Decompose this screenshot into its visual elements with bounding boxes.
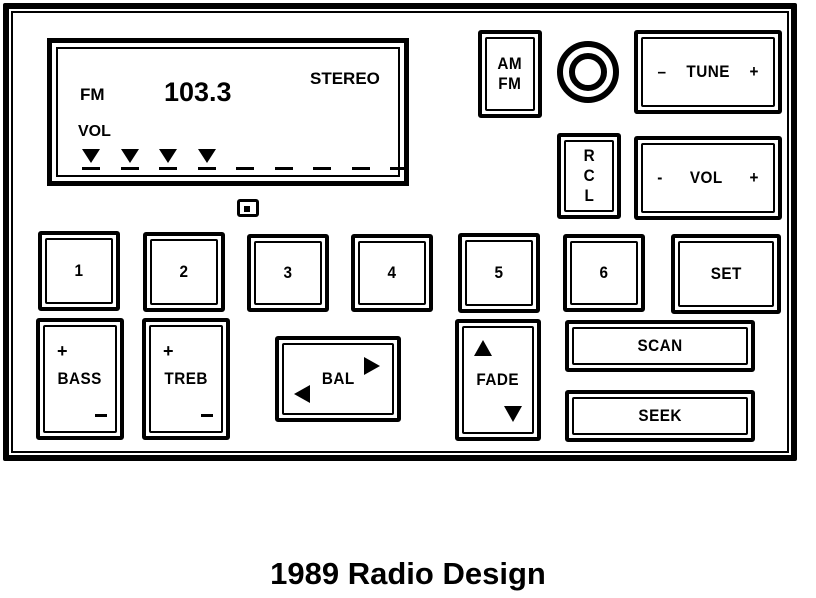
bass-down[interactable]	[95, 414, 107, 417]
scan-label: SCAN	[637, 336, 683, 355]
volume-segment-base	[159, 167, 177, 170]
volume-rocker[interactable]: - VOL +	[634, 136, 782, 220]
volume-segment-base	[82, 167, 100, 170]
fade-rear-icon[interactable]	[504, 406, 522, 422]
volume-segment-on	[159, 149, 177, 163]
treble-down[interactable]	[201, 414, 213, 417]
volume-segment-base	[120, 167, 139, 170]
preset-label: 2	[179, 262, 189, 281]
balance-left-icon[interactable]	[294, 385, 310, 403]
preset-button-2[interactable]: 2	[143, 232, 225, 312]
bass-up[interactable]: +	[57, 341, 68, 361]
fm-label: FM	[498, 74, 522, 93]
preset-button-5[interactable]: 5	[458, 233, 540, 313]
rcl-c: C	[583, 166, 595, 185]
radio-faceplate-inner	[11, 11, 789, 453]
power-knob[interactable]	[557, 41, 619, 103]
fade-label: FADE	[476, 370, 520, 389]
volume-segment-on	[82, 149, 100, 163]
frequency-readout: 103.3	[164, 77, 232, 107]
speaker-icon	[237, 199, 259, 217]
preset-label: 6	[599, 263, 609, 282]
volume-segment-on	[197, 149, 216, 163]
treble-up[interactable]: +	[163, 341, 174, 361]
balance-rocker[interactable]: BAL	[275, 336, 401, 422]
preset-button-1[interactable]: 1	[38, 231, 120, 311]
set-button[interactable]: SET	[671, 234, 781, 314]
seek-button[interactable]: SEEK	[565, 390, 755, 442]
band-indicator: FM	[80, 85, 105, 104]
am-label: AM	[497, 54, 523, 73]
balance-label: BAL	[321, 369, 355, 388]
volume-segment-off	[390, 167, 408, 170]
rcl-l: L	[584, 186, 594, 205]
bass-rocker[interactable]: + BASS	[36, 318, 124, 440]
volume-up[interactable]: +	[749, 168, 759, 187]
radio-faceplate	[3, 3, 797, 461]
set-label: SET	[710, 264, 742, 283]
volume-segment-off	[236, 167, 254, 170]
preset-label: 1	[74, 261, 84, 280]
volume-segment-off	[351, 167, 370, 170]
volume-rocker-label: VOL	[689, 168, 723, 187]
tune-down[interactable]: –	[657, 62, 667, 81]
volume-label: VOL	[78, 123, 111, 140]
tune-rocker[interactable]: – TUNE +	[634, 30, 782, 114]
volume-segment-on	[120, 149, 139, 163]
recall-button[interactable]: R C L	[557, 133, 621, 219]
fade-front-icon[interactable]	[474, 340, 492, 356]
fade-rocker[interactable]: FADE	[455, 319, 541, 441]
bass-label: BASS	[57, 369, 103, 388]
volume-segment-off	[274, 167, 293, 170]
preset-button-3[interactable]: 3	[247, 234, 329, 312]
tune-label: TUNE	[686, 62, 730, 81]
figure-caption: 1989 Radio Design	[270, 556, 546, 591]
preset-button-4[interactable]: 4	[351, 234, 433, 312]
stereo-indicator: STEREO	[310, 69, 380, 88]
rcl-r: R	[583, 146, 595, 165]
preset-label: 3	[283, 263, 293, 282]
volume-segment-off	[313, 167, 331, 170]
treble-rocker[interactable]: + TREB	[142, 318, 230, 440]
tune-up[interactable]: +	[749, 62, 759, 81]
scan-button[interactable]: SCAN	[565, 320, 755, 372]
volume-segment-base	[197, 167, 216, 170]
preset-label: 4	[387, 263, 397, 282]
lcd-display: FM 103.3 STEREO VOL	[47, 38, 409, 186]
volume-down[interactable]: -	[657, 168, 663, 187]
treble-label: TREB	[164, 369, 208, 388]
am-fm-button[interactable]: AM FM	[478, 30, 542, 118]
preset-label: 5	[494, 263, 504, 282]
balance-right-icon[interactable]	[364, 357, 380, 375]
seek-label: SEEK	[638, 406, 682, 425]
preset-button-6[interactable]: 6	[563, 234, 645, 312]
